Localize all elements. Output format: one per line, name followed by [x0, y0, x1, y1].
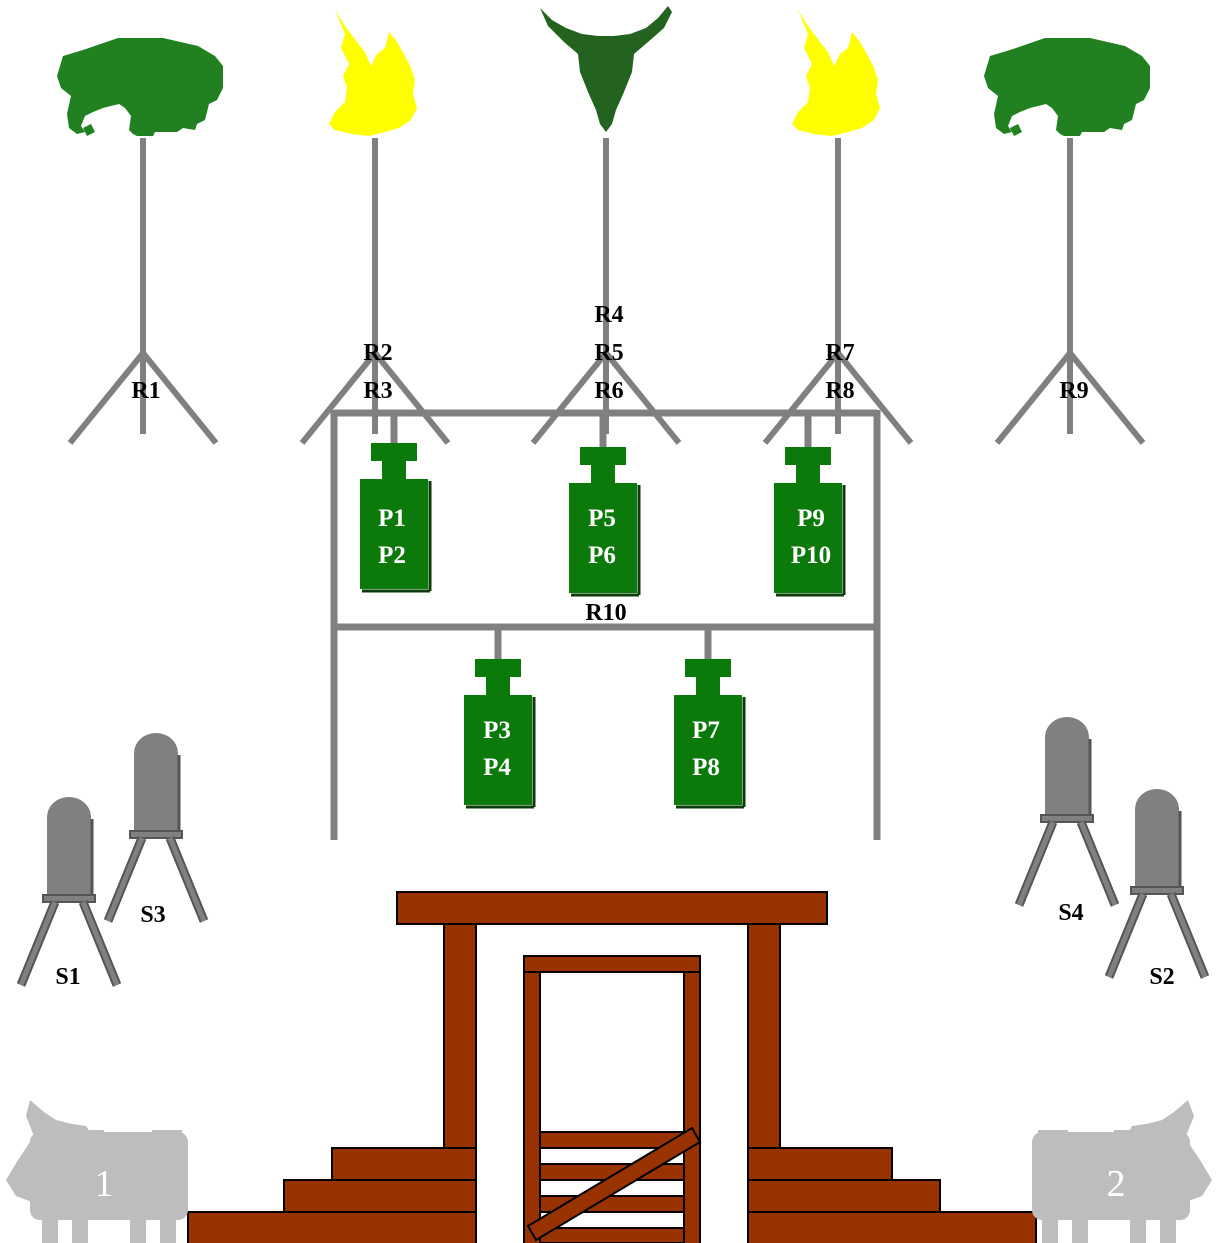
label-p3: P3: [483, 717, 511, 744]
label-p8: P8: [692, 754, 720, 781]
pistol-plate-4: P3 P4: [462, 657, 536, 809]
pistol-plate-1: P1 P2: [358, 441, 432, 593]
wooden-gate-structure: [187, 891, 1037, 1243]
label-r7: R7: [825, 340, 854, 366]
pistol-rack: [330, 409, 881, 840]
label-p5: P5: [588, 505, 616, 532]
label-p10: P10: [791, 542, 831, 569]
label-r3: R3: [363, 378, 392, 404]
cow-icon: [1032, 1100, 1212, 1243]
label-p7: P7: [692, 717, 720, 744]
label-r1: R1: [131, 378, 160, 404]
label-p6: P6: [588, 542, 616, 569]
start-position-2: 2: [1032, 1100, 1212, 1243]
label-r6: R6: [594, 378, 623, 404]
pistol-plate-2: P5 P6: [567, 445, 641, 597]
label-r9: R9: [1059, 378, 1088, 404]
shotgun-target-1: S1: [21, 797, 117, 990]
flame-icon: [329, 10, 417, 136]
label-r10: R10: [585, 600, 626, 626]
cow-icon: [6, 1100, 188, 1243]
shotgun-target-2: S2: [1109, 789, 1205, 990]
label-s4: S4: [1058, 900, 1083, 926]
bison-icon: [984, 38, 1150, 136]
pistol-plate-3: P9 P10: [772, 445, 846, 597]
start-position-1-label: 1: [95, 1163, 114, 1205]
shotgun-target-3: S3: [108, 733, 204, 928]
label-r2: R2: [363, 340, 392, 366]
start-position-1: 1: [6, 1100, 188, 1243]
shotgun-target-4: S4: [1019, 717, 1115, 926]
bison-icon: [57, 38, 223, 136]
pistol-plate-5: P7 P8: [672, 657, 746, 809]
label-p2: P2: [378, 542, 406, 569]
label-p1: P1: [378, 505, 406, 532]
label-s1: S1: [55, 964, 80, 990]
label-s3: S3: [140, 902, 165, 928]
skull-icon: [540, 6, 672, 132]
flame-icon: [792, 10, 880, 136]
label-p9: P9: [797, 505, 825, 532]
label-r5: R5: [594, 340, 623, 366]
label-r4: R4: [594, 302, 623, 328]
start-position-2-label: 2: [1107, 1163, 1126, 1205]
label-p4: P4: [483, 754, 511, 781]
label-s2: S2: [1149, 964, 1174, 990]
label-r8: R8: [825, 378, 854, 404]
